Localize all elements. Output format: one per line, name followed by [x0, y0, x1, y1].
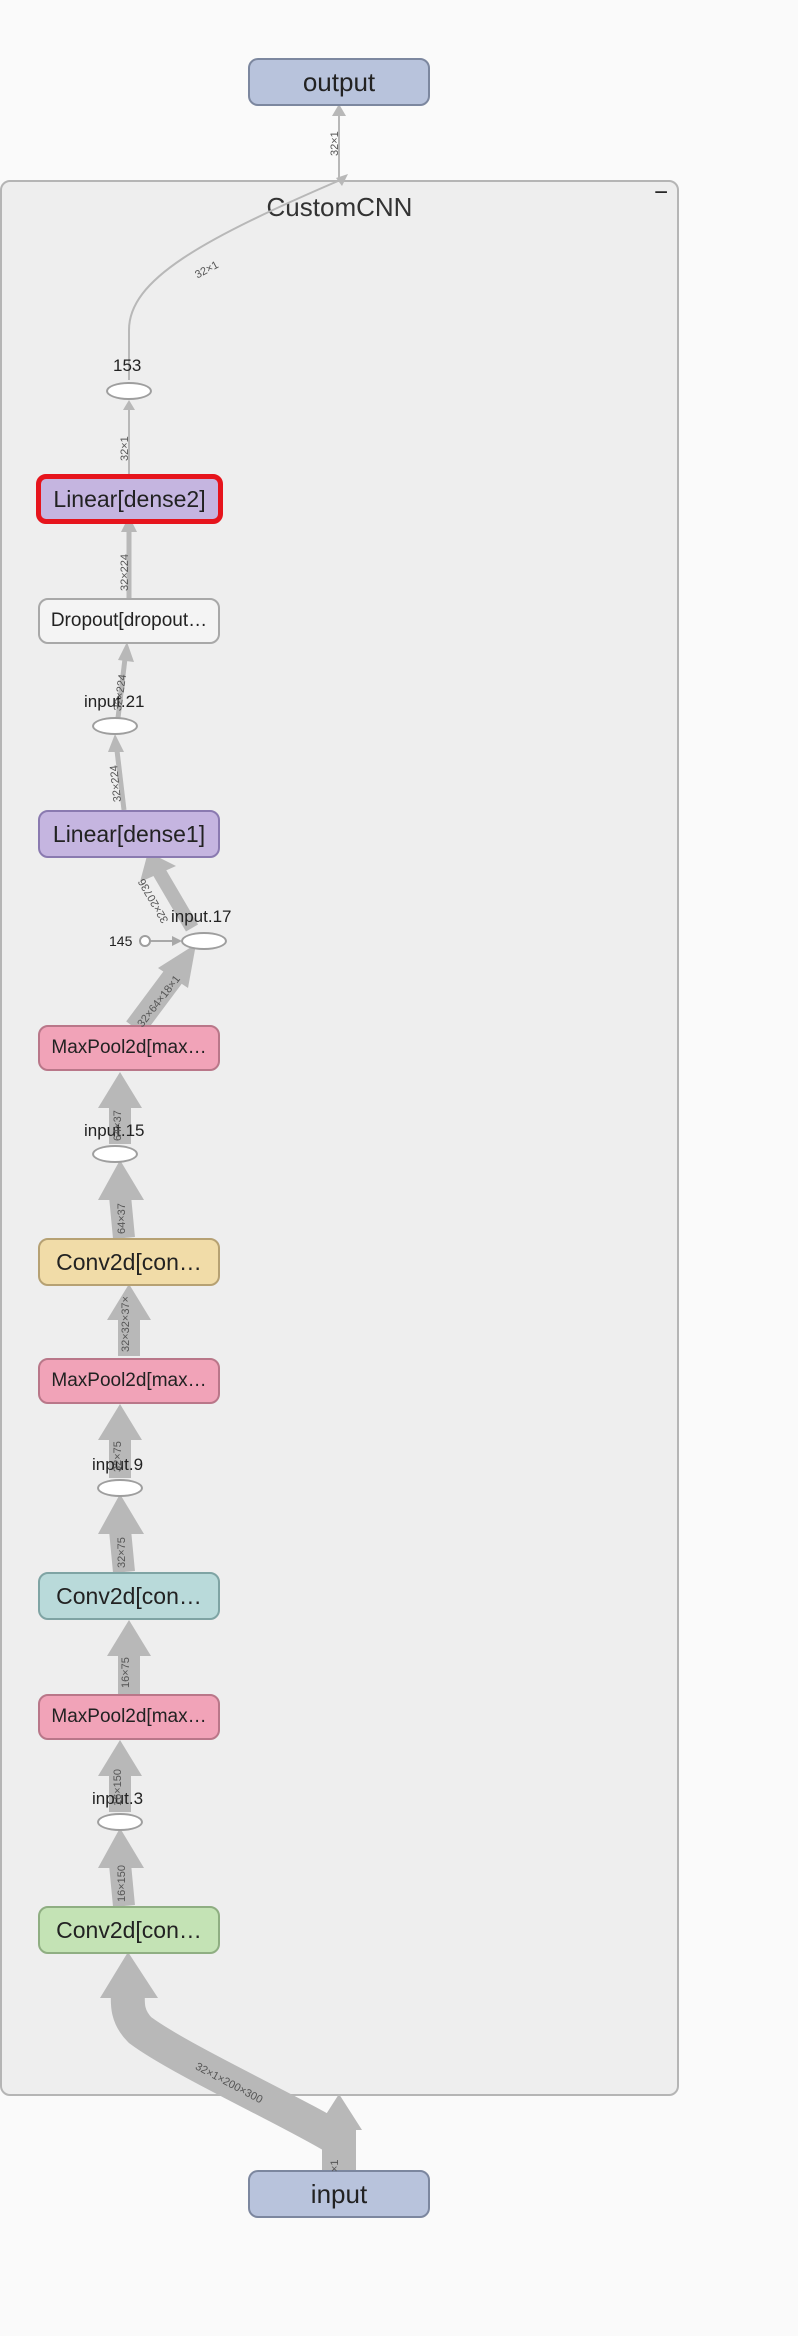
dropout-node[interactable]: Dropout[dropout…	[38, 598, 220, 644]
op-input9-ellipse[interactable]	[97, 1479, 143, 1497]
op-input15-label: input.15	[84, 1121, 145, 1140]
maxpool-node-1[interactable]: MaxPool2d[max…	[38, 1694, 220, 1740]
edge-label-input-out: ×1	[329, 2159, 341, 2172]
dropout-label: Dropout[dropout…	[50, 610, 208, 631]
edge-dropout-out	[121, 516, 137, 598]
edge-conv2-out	[98, 1494, 144, 1574]
edge-conv1-out	[98, 1828, 144, 1908]
conv2d-node-3[interactable]: Conv2d[con…	[38, 1238, 220, 1286]
op-input17-ellipse[interactable]	[181, 932, 227, 950]
maxpool-node-2[interactable]: MaxPool2d[max…	[38, 1358, 220, 1404]
edge-label-dense2-in: 32×224	[119, 553, 131, 591]
op-input3-label: input.3	[92, 1789, 144, 1808]
linear-dense1-node[interactable]: Linear[dense1]	[38, 810, 220, 858]
op-input3-ellipse[interactable]	[97, 1813, 143, 1831]
edge-output-in	[332, 104, 346, 180]
edge-label-conv3-in: 32×32×37×	[120, 1296, 132, 1352]
op-153-label: 153	[113, 356, 142, 375]
maxpool-1-label: MaxPool2d[max…	[51, 1706, 207, 1727]
op-153-ellipse[interactable]	[106, 382, 152, 400]
edge-153-out	[128, 174, 348, 380]
edge-label-input9-in: 32×75	[116, 1537, 128, 1568]
edge-input21-out	[115, 642, 134, 719]
edge-const-out	[151, 936, 182, 946]
edge-conv3-out	[98, 1160, 144, 1240]
edge-maxpool3-out	[126, 944, 196, 1035]
edge-label-input3-in: 16×150	[116, 1864, 128, 1902]
op-input17-label: input.17	[171, 907, 232, 926]
edge-input9-out	[98, 1404, 142, 1478]
linear-dense1-label: Linear[dense1]	[52, 820, 206, 847]
edge-dense2-out	[123, 400, 135, 475]
const-145-dot[interactable]	[139, 935, 151, 947]
output-node[interactable]: output	[248, 58, 430, 106]
edge-maxpool2-out	[107, 1284, 151, 1356]
edge-dense1-out	[108, 734, 127, 811]
edge-input3-out	[98, 1740, 142, 1812]
maxpool-3-label: MaxPool2d[max…	[51, 1037, 207, 1058]
linear-dense2-label: Linear[dense2]	[53, 485, 206, 512]
const-145-label: 145	[109, 933, 133, 949]
edge-maxpool1-out	[107, 1620, 151, 1694]
output-label: output	[302, 66, 376, 97]
maxpool-node-3[interactable]: MaxPool2d[max…	[38, 1025, 220, 1071]
op-input21-ellipse[interactable]	[92, 717, 138, 735]
edge-label-maxpool1-in: 16×150	[112, 1768, 124, 1806]
op-input15-ellipse[interactable]	[92, 1145, 138, 1163]
input-node[interactable]: input	[248, 2170, 430, 2218]
edge-label-maxpool2-in: 32×75	[112, 1441, 124, 1472]
edge-input15-out	[98, 1072, 142, 1144]
group-title: CustomCNN	[266, 192, 413, 222]
collapse-icon[interactable]: −	[653, 179, 668, 206]
edge-label-153-in: 32×1	[119, 436, 131, 461]
conv2d-node-1[interactable]: Conv2d[con…	[38, 1906, 220, 1954]
conv-3-label: Conv2d[con…	[56, 1248, 202, 1275]
edge-group-to-conv1	[100, 1952, 349, 2155]
edge-label-maxpool3-in: 64×37	[112, 1110, 124, 1141]
maxpool-2-label: MaxPool2d[max…	[51, 1370, 207, 1391]
edge-input-out	[316, 2094, 362, 2170]
op-input21-label: input.21	[84, 692, 145, 711]
edge-label-out-top: 32×1	[329, 131, 341, 156]
op-input9-label: input.9	[92, 1455, 144, 1474]
linear-dense2-node[interactable]: Linear[dense2]	[36, 474, 223, 524]
conv-1-label: Conv2d[con…	[56, 1916, 202, 1943]
edge-input17-out	[140, 852, 199, 932]
conv2d-node-2[interactable]: Conv2d[con…	[38, 1572, 220, 1620]
conv-2-label: Conv2d[con…	[56, 1582, 202, 1609]
edge-label-input15-in: 64×37	[116, 1203, 128, 1234]
input-label: input	[310, 2178, 368, 2209]
edge-label-conv2-in: 16×75	[120, 1657, 132, 1688]
